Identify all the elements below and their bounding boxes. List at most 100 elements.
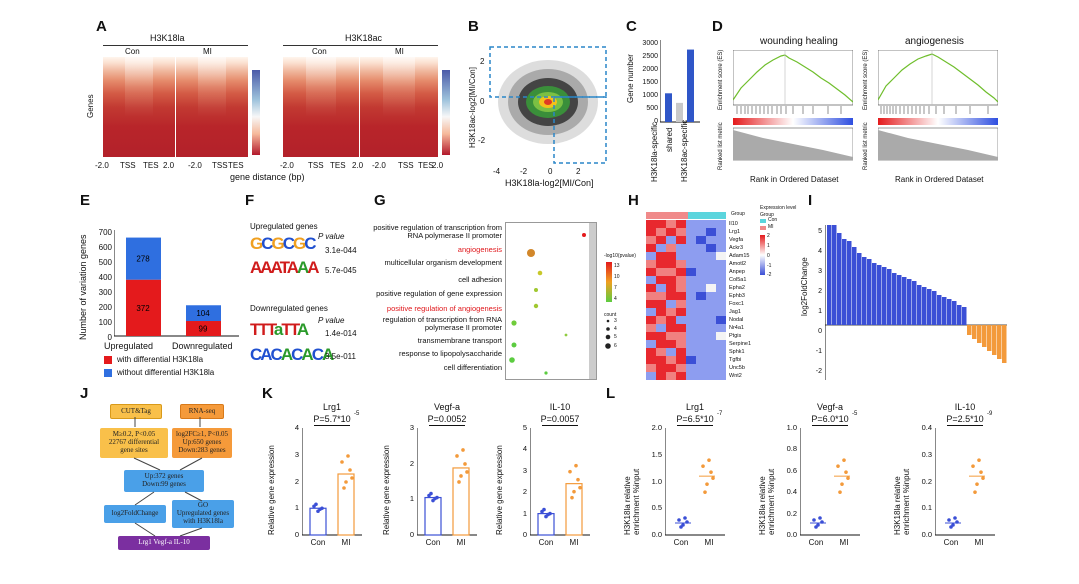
e-ytick: 500 xyxy=(98,258,112,267)
j-overlap-box: Up:372 genes Down:99 genes xyxy=(124,470,204,492)
h-heatmap-cell xyxy=(646,284,656,292)
h-heatmap-cell xyxy=(696,260,706,268)
h-heatmap-cell xyxy=(656,364,666,372)
panel-label-f: F xyxy=(245,192,255,209)
k-pvalue: P=0.0052 xyxy=(427,414,467,424)
h-heatmap-cell xyxy=(646,356,656,364)
l-point-mi xyxy=(838,490,842,494)
k-ytick: 1 xyxy=(522,508,527,518)
d-gsea-angio xyxy=(878,50,998,161)
a-tick: TSS xyxy=(212,161,228,170)
h-heatmap-cell xyxy=(716,316,726,324)
l-point-con xyxy=(679,525,683,529)
c-ytick: 1500 xyxy=(642,79,658,86)
h-heatmap-cell xyxy=(706,260,716,268)
l-ytick: 0.4 xyxy=(921,423,932,432)
l-ytick: 0.4 xyxy=(786,487,797,497)
h-heatmap-cell xyxy=(666,356,676,364)
h-heatmap-cell xyxy=(676,284,686,292)
h-heatmap-cell xyxy=(706,356,716,364)
h-heatmap-cell xyxy=(716,228,726,236)
h-heatmap-cell xyxy=(716,244,726,252)
h-heatmap-cell xyxy=(696,364,706,372)
h-heatmap-cell xyxy=(666,340,676,348)
k-title: Vegf-a xyxy=(433,402,461,412)
i-bar xyxy=(977,325,982,343)
h-gene-label: Jag1 xyxy=(729,309,741,315)
h-heatmap-cell xyxy=(716,340,726,348)
k-ytick: 4 xyxy=(294,423,299,432)
k-bar-mi xyxy=(565,483,583,536)
b-xtick: 2 xyxy=(576,167,581,176)
a-group1-title: H3K18la xyxy=(150,33,185,43)
e-ylabel: Number of variation genes xyxy=(78,234,88,340)
i-ytick: 1 xyxy=(818,308,822,315)
k-sig-line xyxy=(314,425,350,426)
f-motif-logo-3: TTTaTTA xyxy=(250,320,309,339)
h-heatmap-cell xyxy=(676,276,686,284)
h-heatmap-cell xyxy=(686,292,696,300)
l-ytick: 0.1 xyxy=(921,503,932,513)
c-bar xyxy=(687,49,694,122)
panel-label-k: K xyxy=(262,385,273,402)
a-tick: -2.0 xyxy=(188,161,202,170)
h-heatmap-cell xyxy=(686,324,696,332)
i-bar xyxy=(847,241,852,325)
l-point-mi xyxy=(971,464,975,468)
k-point-mi xyxy=(570,495,574,500)
h-heatmap-cell xyxy=(686,364,696,372)
h-heatmap-cell xyxy=(696,268,706,276)
k-point-mi xyxy=(342,486,346,490)
h-heatmap-cell xyxy=(686,244,696,252)
i-bar xyxy=(942,297,947,325)
c-ytick: 2500 xyxy=(642,53,658,60)
j-go-box: GO Upregulated genes with H3K18la xyxy=(172,500,234,528)
l-sig-line xyxy=(812,425,848,426)
h-heatmap-cell xyxy=(656,332,666,340)
h-heatmap-cell xyxy=(646,244,656,252)
f-down-title: Downregulated genes xyxy=(250,304,328,313)
h-heatmap-cell xyxy=(716,284,726,292)
a-mi-label-1: MI xyxy=(203,47,212,56)
h-gene-label: Nodal xyxy=(729,317,744,323)
h-heatmap-cell xyxy=(686,316,696,324)
h-gene-label: Ptgis xyxy=(729,333,742,339)
l-ytick: 0.2 xyxy=(921,476,932,486)
a-tick: -2.0 xyxy=(372,161,386,170)
k-point-mi xyxy=(459,474,463,478)
d-title-2: angiogenesis xyxy=(905,36,964,47)
a-heatmap-ac-con xyxy=(283,57,359,157)
e-ytick: 100 xyxy=(98,318,112,327)
a-tick: TSS xyxy=(398,161,414,170)
e-legend-label: with differential H3K18la xyxy=(117,355,204,364)
l-point-con xyxy=(683,516,687,520)
h-heatmap-cell xyxy=(676,372,686,380)
k-ytick: 4 xyxy=(522,444,527,454)
h-heatmap-cell xyxy=(706,332,716,340)
i-bar xyxy=(912,281,917,325)
e-bar-without xyxy=(186,305,221,322)
a-con-label-2: Con xyxy=(312,47,327,56)
h-heatmap-cell xyxy=(646,372,656,380)
h-heatmap-cell xyxy=(666,324,676,332)
h-heatmap-cell xyxy=(656,268,666,276)
c-bar xyxy=(676,102,683,122)
h-heatmap-cell xyxy=(666,236,676,244)
e-legend-red-swatch xyxy=(104,356,112,364)
f-motif-p-2: 5.7e-045 xyxy=(325,266,357,275)
k-ytick: 0 xyxy=(294,530,299,539)
k-ylabel: Relative gene expression xyxy=(495,445,504,535)
k-ytick: 3 xyxy=(522,465,527,475)
l-pvalue: P=2.5*10 xyxy=(946,414,984,424)
panel-label-l: L xyxy=(606,385,616,402)
i-bar xyxy=(892,273,897,325)
a-tick: -2.0 xyxy=(95,161,109,170)
h-heatmap-cell xyxy=(666,244,676,252)
a-group2-line xyxy=(283,45,438,46)
h-legend-tick: -1 xyxy=(767,263,772,269)
g-term-label: positive regulation of angiogenesis xyxy=(386,304,502,313)
h-heatmap-cell xyxy=(656,220,666,228)
l-point-mi xyxy=(705,482,709,486)
h-heatmap-cell xyxy=(716,276,726,284)
h-heatmap-cell xyxy=(676,292,686,300)
